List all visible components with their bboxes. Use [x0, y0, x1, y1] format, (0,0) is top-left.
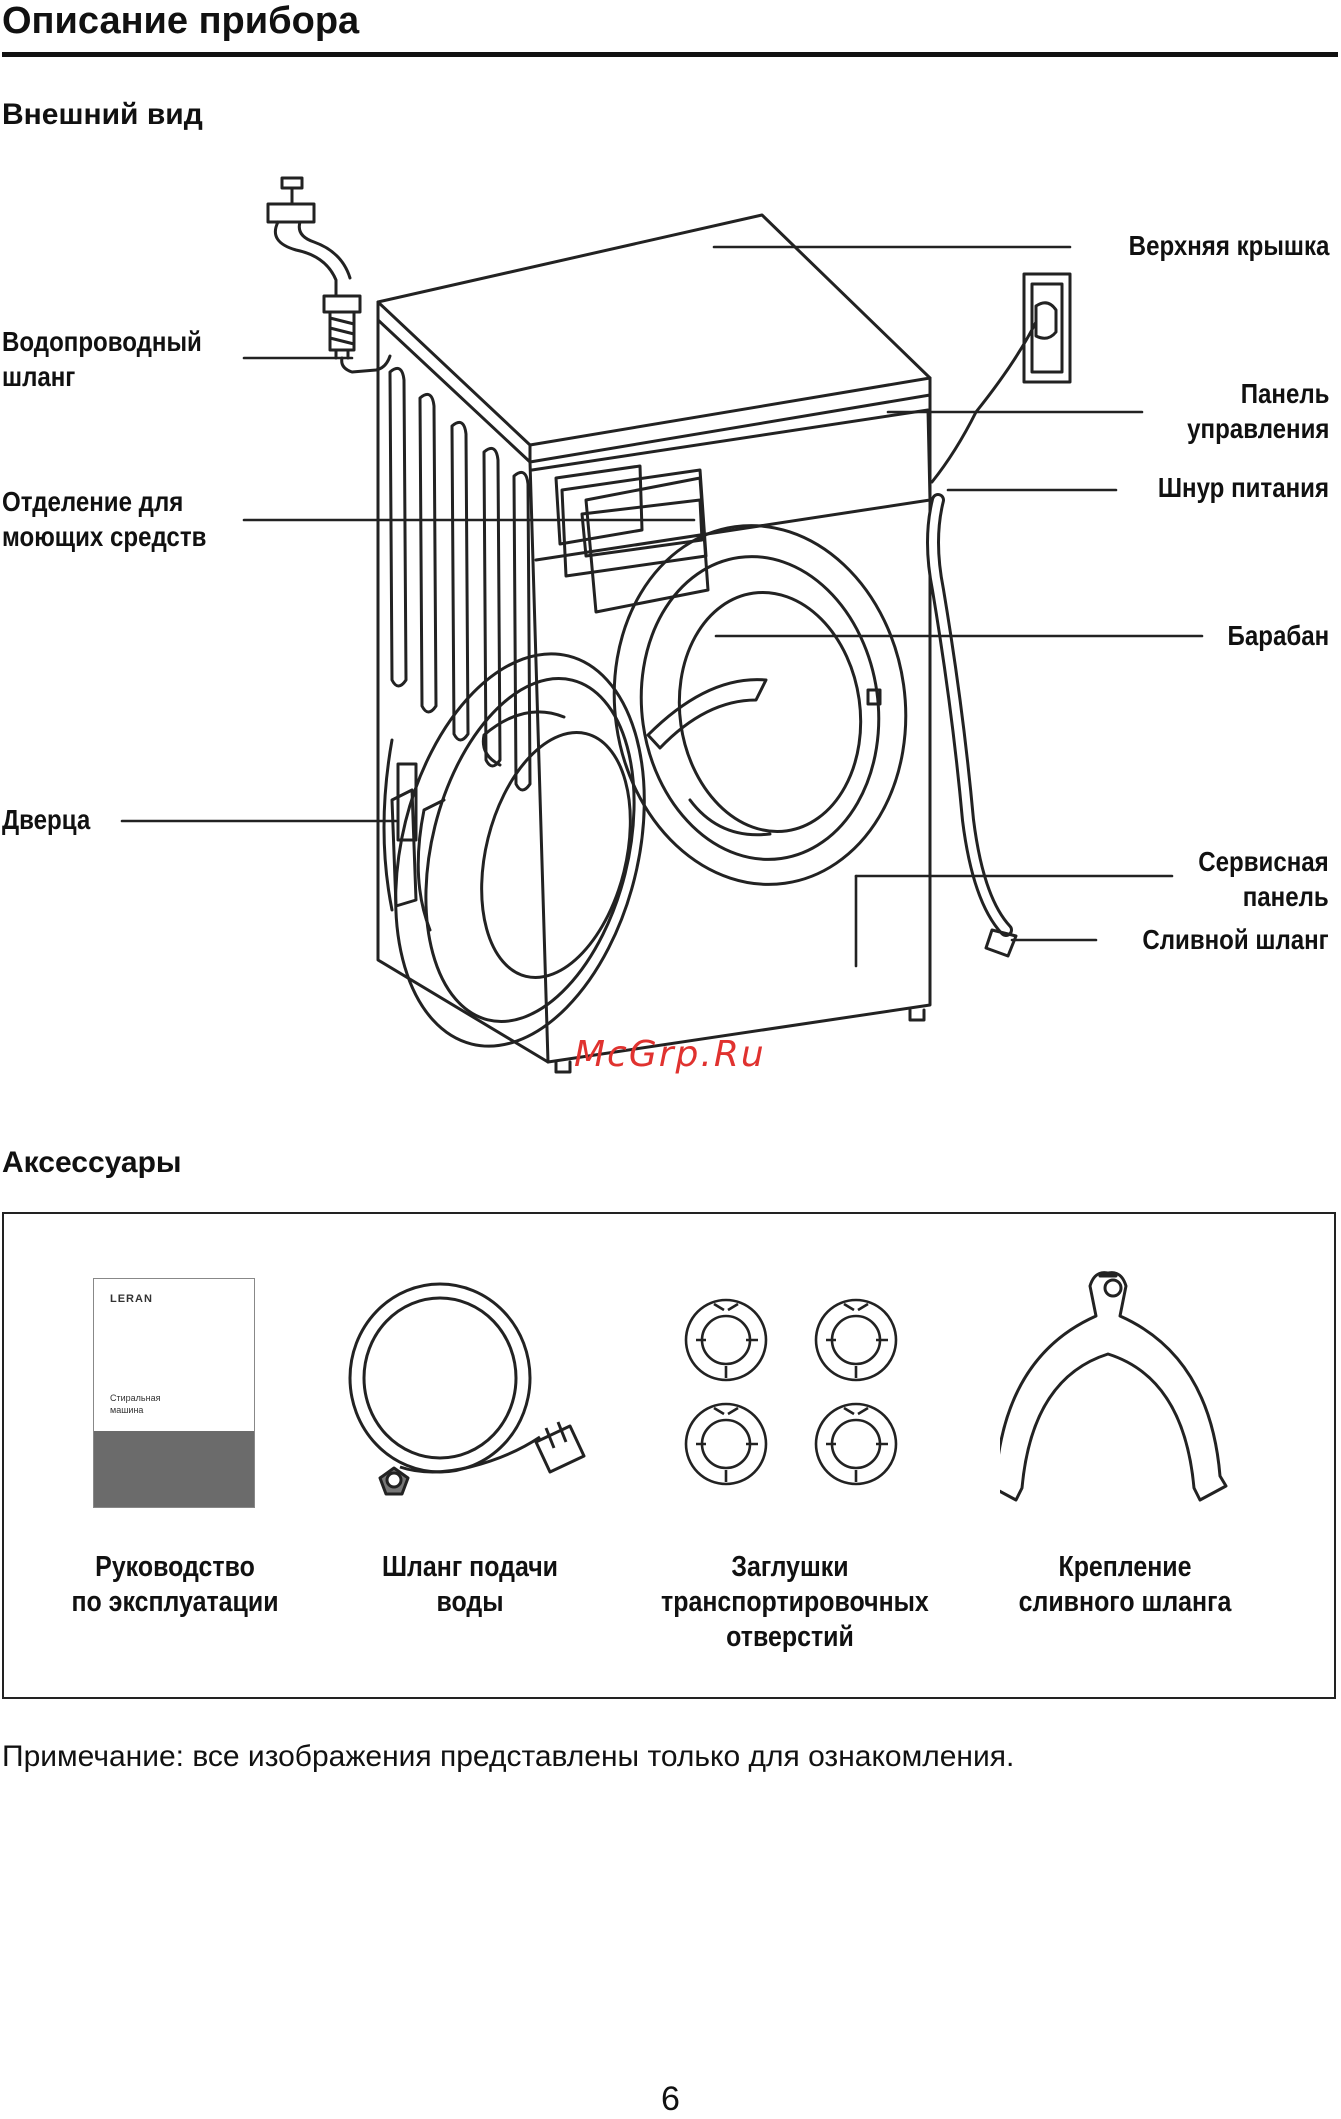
accessories-box	[2, 1212, 1336, 1699]
transport-plugs-icon	[684, 1298, 898, 1486]
faucet-icon	[266, 176, 362, 360]
door	[394, 652, 646, 1048]
label-drain-hose: Сливной шланг	[1142, 924, 1329, 955]
label-top-cover: Верхняя крышка	[1128, 230, 1329, 261]
title-rule	[2, 52, 1338, 57]
water-hose-line	[340, 354, 392, 374]
manual-line1: Стиральная	[110, 1393, 161, 1403]
front-panel	[528, 393, 932, 1064]
top-cover	[376, 213, 932, 447]
page-title: Описание прибора	[2, 0, 360, 42]
label-drum: Барабан	[1227, 620, 1329, 651]
label-power-cord: Шнур питания	[1157, 472, 1329, 503]
drain-hose	[926, 493, 1013, 937]
drum	[639, 555, 881, 861]
manual-line2: машина	[110, 1405, 144, 1415]
water-supply-hose-icon	[348, 1282, 586, 1496]
section-accessories-heading: Аксессуары	[2, 1146, 182, 1179]
section-exterior-heading: Внешний вид	[2, 98, 203, 131]
footnote: Примечание: все изображения представлены…	[2, 1740, 1015, 1773]
detergent-drawer	[554, 464, 644, 546]
manual-brand: LERAN	[110, 1293, 153, 1305]
drain-hose-bracket-icon	[1000, 1271, 1228, 1502]
manual-cover-icon: LERAN Стиральная машина	[93, 1278, 255, 1508]
watermark: McGrp.Ru	[574, 1034, 766, 1075]
power-outlet-icon	[1022, 272, 1072, 384]
power-cord	[930, 320, 1038, 484]
label-door: Дверца	[2, 804, 91, 835]
side-panel	[376, 318, 550, 1064]
page-number: 6	[661, 2080, 680, 2118]
washing-machine-illustration	[120, 176, 1204, 1074]
